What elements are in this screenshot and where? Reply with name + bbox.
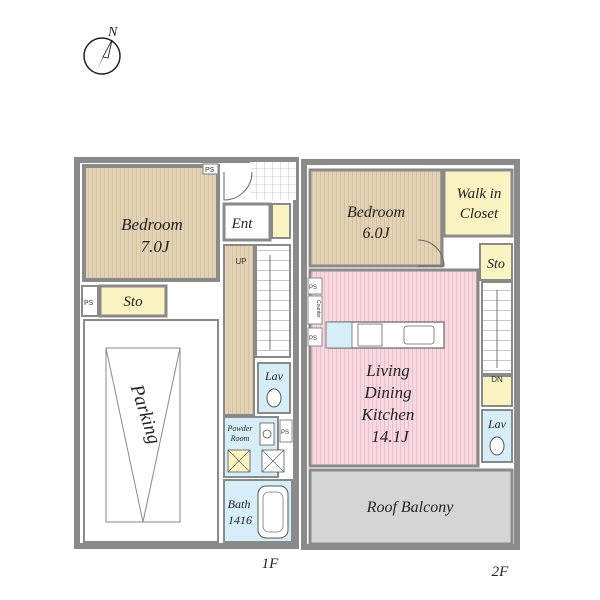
- f1-ps-box-left: [81, 285, 99, 317]
- f2-ldk-line3: Kitchen: [361, 405, 415, 424]
- f2-ps-box-1: [307, 277, 323, 295]
- f2-ldk-size: 14.1J: [371, 427, 410, 446]
- f1-toilet-icon: [266, 388, 282, 408]
- f2-stove-icon: [357, 323, 383, 347]
- f2-roof-balcony-label: Roof Balcony: [366, 499, 455, 516]
- f1-entrance: [222, 202, 272, 242]
- f1-bath-name: Bath: [228, 497, 251, 511]
- f1-parking-diagonal-2: [142, 347, 181, 523]
- f1-stairs: [255, 244, 291, 358]
- f1-floor-label: 1F: [262, 556, 280, 572]
- f2-ldk-line2: Dining: [363, 383, 411, 402]
- f2-ps-label-2: PS: [309, 336, 317, 342]
- f2-bedroom-floor: [308, 168, 444, 268]
- f1-washer-cross: [227, 449, 251, 473]
- f2-roof-balcony: [308, 468, 514, 546]
- compass-circle: [83, 37, 121, 75]
- f1-storage-label: Sto: [123, 294, 143, 310]
- f2-lav-label: Lav: [487, 417, 507, 431]
- f1-up-label: UP: [235, 257, 246, 266]
- f2-toilet-icon: [489, 436, 505, 456]
- f1-shoe-storage: [271, 203, 291, 239]
- f1-bathtub-inner: [262, 491, 284, 533]
- f1-sink-icon: [262, 429, 272, 439]
- f2-ps-label-1: PS: [309, 285, 317, 291]
- f2-ps-box-2: [307, 327, 323, 347]
- f2-walkin-label-2: Closet: [460, 206, 499, 222]
- f1-ps-label-3: PS: [281, 430, 289, 436]
- f2-counter-label: Counter: [315, 300, 321, 318]
- f2-sink-icon: [403, 325, 435, 345]
- f1-corridor: [223, 244, 255, 416]
- f1-ps-label-1: PS: [205, 167, 215, 174]
- floor-1: PS PS PS: [74, 157, 299, 572]
- f2-ldk-line1: Living: [365, 361, 409, 380]
- f1-bedroom-floor: [82, 164, 220, 282]
- compass-needle-light: [102, 39, 113, 59]
- f1-entrance-label: Ent: [231, 216, 254, 232]
- f1-vanity-icon: [259, 422, 275, 446]
- f2-bedroom-door: [417, 239, 445, 267]
- f1-ps-box-bath: [279, 419, 293, 443]
- f1-powder-room-label-1: Powder: [227, 424, 254, 433]
- f1-lav-label: Lav: [264, 369, 284, 383]
- f2-bedroom-size: 6.0J: [362, 225, 390, 242]
- f1-entry-tile: [250, 162, 296, 200]
- f2-stairwell: [481, 375, 513, 407]
- f2-bedroom-name: Bedroom: [347, 204, 405, 221]
- f1-cabinet-cross: [261, 449, 285, 473]
- f2-storage-label: Sto: [487, 257, 505, 272]
- f1-parking-space: [105, 347, 181, 523]
- f2-floor-label: 2F: [492, 564, 510, 580]
- f2-fridge-icon: [325, 321, 353, 349]
- compass: N: [83, 25, 121, 75]
- f1-ps-box-top: [202, 163, 219, 175]
- f1-parking-diagonal-1: [105, 347, 144, 523]
- f1-entrance-door: [223, 171, 253, 201]
- compass-north-label: N: [107, 25, 118, 40]
- f2-dn-label: DN: [491, 375, 503, 384]
- f1-bathtub-icon: [257, 485, 289, 539]
- f2-ldk-floor: [308, 268, 480, 468]
- f1-storage: [98, 284, 168, 318]
- f1-ps-label-2: PS: [84, 300, 94, 307]
- floor-2: PS Counter PS Bedroom 6.0J Walk in Close…: [301, 159, 520, 580]
- f1-powder-room-label-2: Room: [230, 434, 250, 443]
- f1-bedroom-name: Bedroom: [121, 215, 183, 234]
- f2-walkin-closet: [442, 168, 514, 238]
- f1-bath-size: 1416: [228, 513, 252, 527]
- f1-bedroom-size: 7.0J: [141, 237, 171, 256]
- f2-walkin-label-1: Walk in: [457, 186, 502, 202]
- f2-storage: [479, 243, 513, 281]
- f2-counter-box: [307, 295, 323, 325]
